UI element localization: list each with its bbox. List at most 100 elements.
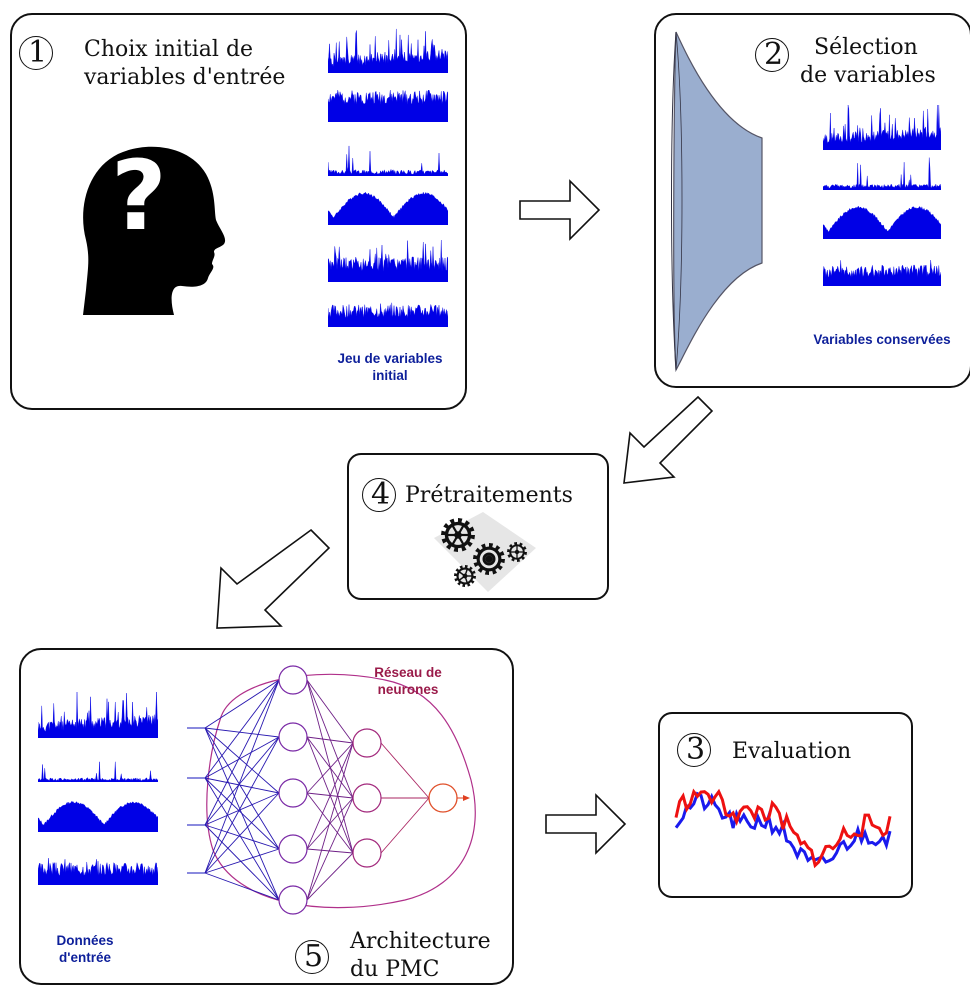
step1-title: Choix initial de variables d'entrée: [84, 37, 286, 90]
connection-hidden1-hidden2: [306, 852, 354, 901]
neuron-hidden2: [352, 783, 382, 813]
connection-hidden2-output: [380, 742, 430, 799]
initial-signal-4: [328, 191, 448, 225]
gear-hub: [454, 531, 462, 539]
connection-hidden1-hidden2: [306, 736, 354, 744]
connection-input-hidden1: [204, 872, 280, 901]
connection-input-hidden1: [204, 679, 280, 779]
arrow-right-icon-2: [545, 793, 627, 855]
waveform-area: [328, 302, 448, 327]
step2-title: Sélection de variables: [800, 35, 936, 88]
step3-number: 3: [677, 733, 711, 767]
connection-input-hidden1: [204, 848, 280, 874]
waveform-area: [38, 692, 158, 738]
connection-hidden1-hidden2: [306, 742, 354, 850]
connection-hidden1-hidden2: [306, 679, 354, 744]
output-arrowhead: [463, 795, 470, 801]
connection-input-hidden1: [204, 736, 280, 874]
selected-signal-3: [823, 205, 941, 239]
connection-input-hidden1: [204, 777, 280, 901]
initial-signal-1: [328, 28, 448, 73]
gear-hub: [462, 573, 468, 579]
connection-hidden1-hidden2: [306, 797, 354, 850]
neural-network-diagram: [187, 665, 476, 915]
waveform-area: [38, 858, 158, 885]
waveform-area: [823, 205, 941, 239]
selected-signal-2: [823, 157, 941, 190]
gears-icon: [434, 512, 536, 592]
waveform-area: [328, 28, 448, 73]
initial-signal-3: [328, 145, 448, 176]
step2-caption: Variables conservées: [813, 332, 951, 347]
gear-hub: [514, 549, 520, 555]
step5-caption: Données d'entrée: [56, 933, 114, 965]
waveform-area: [328, 240, 448, 282]
input-signal-3: [38, 800, 158, 832]
network-label: Réseau de neurones: [374, 665, 442, 697]
neuron-hidden1: [278, 722, 308, 752]
connection-input-hidden1: [204, 727, 280, 850]
input-signal-4: [38, 858, 158, 885]
waveform-area: [823, 157, 941, 190]
initial-signal-5: [328, 240, 448, 282]
connection-input-hidden1: [204, 792, 280, 874]
connection-input-hidden1: [204, 736, 280, 826]
initial-signal-6: [328, 302, 448, 327]
step3-title: Evaluation: [732, 739, 852, 764]
connection-input-hidden1: [204, 824, 280, 901]
connection-input-hidden1: [204, 824, 280, 850]
waveform-area: [328, 191, 448, 225]
arrow-down-left-icon: [623, 395, 714, 484]
connection-input-hidden1: [204, 736, 280, 779]
connection-hidden1-hidden2: [306, 679, 354, 799]
question-mark: ?: [111, 140, 167, 252]
step4-number: 4: [362, 478, 396, 512]
connection-input-hidden1: [204, 727, 280, 738]
neuron-hidden1: [278, 834, 308, 864]
connection-hidden1-hidden2: [306, 848, 354, 854]
input-signal-2: [38, 761, 158, 782]
step4-title: Prétraitements: [405, 483, 573, 508]
network-boundary: [206, 673, 476, 909]
connection-hidden1-hidden2: [306, 742, 354, 901]
connection-input-hidden1: [204, 727, 280, 794]
selected-signal-4: [823, 260, 941, 286]
neuron-hidden1: [278, 885, 308, 915]
waveform-area: [328, 90, 448, 122]
waveform-area: [823, 260, 941, 286]
neuron-hidden1: [278, 778, 308, 808]
neuron-output: [428, 783, 458, 813]
evaluation-plot: [674, 788, 892, 869]
neuron-hidden2: [352, 838, 382, 868]
connection-hidden1-hidden2: [306, 797, 354, 901]
connection-input-hidden1: [204, 679, 280, 826]
funnel-icon: [671, 31, 763, 373]
connection-input-hidden1: [204, 777, 280, 794]
connection-input-hidden1: [204, 679, 280, 874]
connection-input-hidden1: [204, 792, 280, 826]
input-signal-1: [38, 692, 158, 738]
arrow-right-icon: [519, 179, 601, 241]
head-silhouette-icon: [83, 146, 226, 315]
neuron-hidden2: [352, 728, 382, 758]
connection-hidden1-hidden2: [306, 742, 354, 794]
waveform-area: [823, 105, 941, 150]
neuron-hidden1: [278, 665, 308, 695]
waveform-area: [38, 800, 158, 832]
waveform-area: [38, 761, 158, 782]
selected-signal-1: [823, 105, 941, 150]
connection-input-hidden1: [204, 777, 280, 850]
connection-hidden1-hidden2: [306, 679, 354, 854]
initial-signal-2: [328, 90, 448, 122]
gear-hub: [485, 555, 493, 563]
step1-caption: Jeu de variables initial: [337, 351, 443, 383]
step5-number: 5: [295, 940, 329, 974]
evaluation-series-red: [674, 788, 892, 869]
step2-number: 2: [755, 38, 789, 72]
waveform-area: [328, 145, 448, 176]
connection-hidden2-output: [380, 797, 430, 854]
connection-input-hidden1: [204, 679, 280, 729]
step1-number: 1: [19, 36, 53, 70]
arrow-down-left-icon-2: [216, 528, 331, 629]
step5-title: Architecture du PMC: [350, 929, 491, 982]
